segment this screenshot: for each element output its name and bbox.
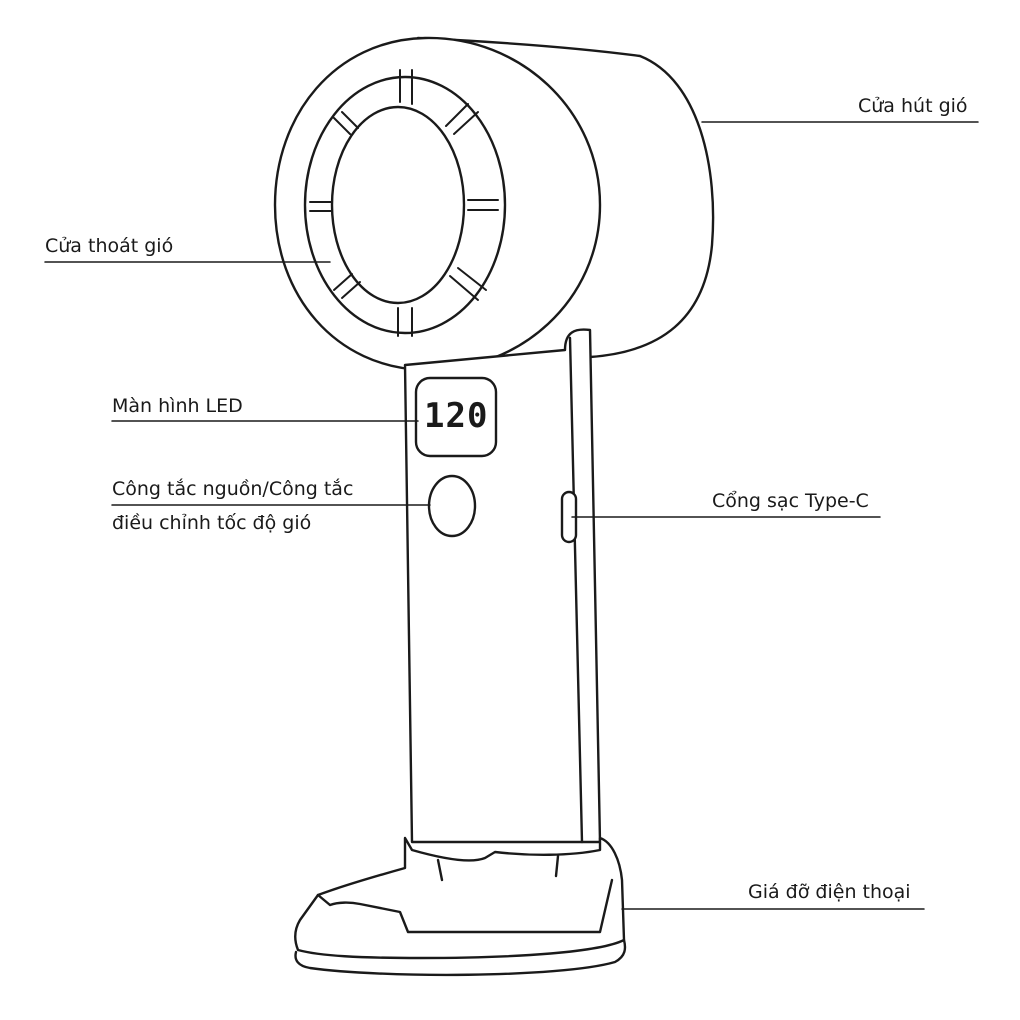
handle-side-edge — [568, 336, 584, 844]
label-air-outlet: Cửa thoát gió — [45, 235, 174, 257]
label-power-switch-line2: điều chỉnh tốc độ gió — [112, 512, 312, 534]
label-charging-port: Cổng sạc Type-C — [712, 490, 869, 512]
label-air-intake: Cửa hút gió — [858, 95, 968, 117]
label-power-switch-line1: Công tắc nguồn/Công tắc — [112, 478, 354, 500]
fan-front-ring — [273, 36, 602, 372]
outlet-grille-spokes — [309, 69, 499, 337]
fan-handle — [403, 328, 602, 844]
label-phone-stand: Giá đỡ điện thoại — [748, 881, 911, 903]
power-button-shape — [427, 474, 477, 538]
led-display-value: 120 — [424, 396, 489, 436]
outlet-ring-inner — [303, 75, 507, 335]
leader-lines — [44, 121, 979, 910]
stand-top-edge — [316, 878, 614, 934]
stand-base — [294, 836, 626, 960]
fan-center-hub — [330, 105, 466, 305]
stand-notch — [436, 854, 560, 882]
led-screen-frame — [414, 376, 498, 458]
stand-bottom-plate — [294, 938, 627, 977]
label-led-screen: Màn hình LED — [112, 395, 243, 417]
